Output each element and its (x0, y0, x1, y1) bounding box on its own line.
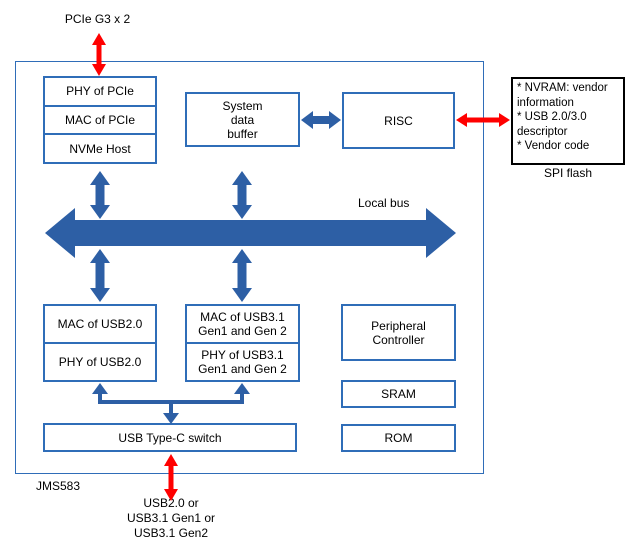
usb2-stack: MAC of USB2.0 PHY of USB2.0 (43, 304, 157, 382)
pcie-port-label: PCIe G3 x 2 (64, 12, 131, 26)
spi-flash-label: SPI flash (543, 166, 593, 180)
pcie-stack: PHY of PCIe MAC of PCIe NVMe Host (43, 76, 157, 164)
usb31-stack: MAC of USB3.1 Gen1 and Gen 2 PHY of USB3… (185, 304, 300, 382)
usb-port-label: USB2.0 or USB3.1 Gen1 or USB3.1 Gen2 (126, 496, 216, 540)
rom-block: ROM (341, 424, 456, 452)
chip-boundary-box (15, 61, 484, 474)
local-bus-label: Local bus (358, 196, 410, 210)
sram-block: SRAM (341, 380, 456, 408)
spi-flash-note-box: * NVRAM: vendor information * USB 2.0/3.… (511, 77, 625, 165)
phy-of-usb2-block: PHY of USB2.0 (45, 342, 155, 380)
risc-block: RISC (342, 92, 455, 149)
mac-of-usb2-block: MAC of USB2.0 (57, 317, 143, 331)
phy-of-pcie-block: PHY of PCIe (66, 84, 134, 99)
mac-of-usb31-block: MAC of USB3.1 Gen1 and Gen 2 (198, 310, 287, 338)
usb-typec-switch-block: USB Type-C switch (43, 423, 297, 452)
phy-of-usb31-block: PHY of USB3.1 Gen1 and Gen 2 (187, 342, 298, 380)
system-data-buffer-block: System data buffer (185, 92, 300, 147)
peripheral-controller-block: Peripheral Controller (341, 304, 456, 361)
chip-name-label: JMS583 (36, 479, 81, 493)
nvme-host-block: NVMe Host (45, 133, 155, 162)
mac-of-pcie-block: MAC of PCIe (45, 104, 155, 134)
